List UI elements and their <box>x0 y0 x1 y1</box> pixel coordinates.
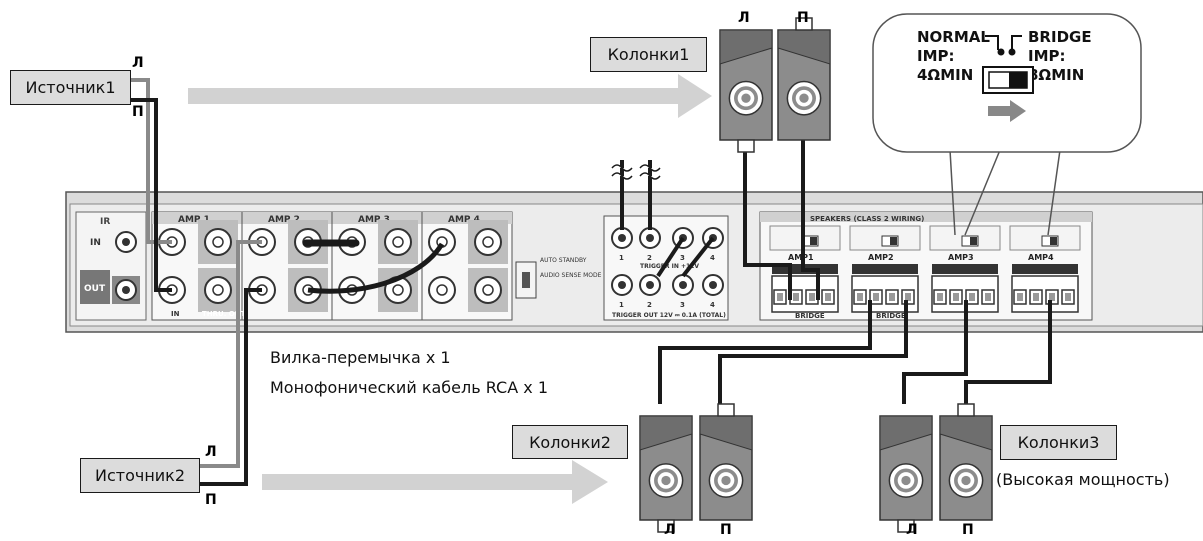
speakers3-right-mark: П <box>962 522 974 538</box>
trigger-number: 1 <box>619 301 624 309</box>
rca-mono-cable <box>307 242 445 294</box>
speaker-cabinet <box>879 415 933 533</box>
flow-arrow-source1 <box>188 74 712 118</box>
speakers1-right-mark: П <box>797 10 809 26</box>
amp-terminal-label: AMP3 <box>948 253 974 262</box>
auto-standby-label: AUTO STANDBY <box>540 257 587 264</box>
flow-arrow-source2 <box>262 460 608 504</box>
rca-jack <box>428 276 456 304</box>
speakers1-label: Колонки1 <box>590 37 707 72</box>
trigger-in-label: TRIGGER IN +12V <box>640 263 699 270</box>
switch-callout: NORMAL IMP: 4ΩMIN BRIDGE IMP: 8ΩMIN <box>872 13 1142 236</box>
speakers2-left-mark: Л <box>664 522 676 538</box>
rca-jack <box>198 220 238 264</box>
trigger-out-label: TRIGGER OUT 12V ⎓ 0.1A (TOTAL) <box>612 312 726 319</box>
speaker-cabinet <box>777 17 831 141</box>
jack-thru-label: THRU. OUT <box>202 310 245 318</box>
callout-bridge-line3: 8ΩMIN <box>1028 66 1084 84</box>
speakers2-right-mark: П <box>720 522 732 538</box>
cable-break-mark <box>611 164 633 180</box>
speakers3-left-mark: Л <box>906 522 918 538</box>
trigger-jack <box>702 274 724 296</box>
trigger-number: 4 <box>710 301 715 309</box>
trigger-jack <box>639 227 661 249</box>
jumper-caption: Вилка-перемычка x 1 <box>270 348 451 367</box>
callout-bridge-line1: BRIDGE <box>1028 28 1092 46</box>
speakers-header-label: SPEAKERS (CLASS 2 WIRING) <box>810 215 924 223</box>
source2-left-mark: Л <box>205 444 217 460</box>
source1-label: Источник1 <box>10 70 131 105</box>
trigger-jack <box>672 274 694 296</box>
speakers2-label: Колонки2 <box>512 425 628 459</box>
speakers3-note: (Высокая мощность) <box>996 470 1170 489</box>
speakers2-wires <box>658 300 908 404</box>
source2-cables <box>200 240 262 486</box>
callout-normal-line2: IMP: <box>917 47 955 65</box>
amp4-label: AMP 4 <box>448 215 480 225</box>
source1-cables <box>130 78 172 292</box>
cable-break-mark <box>639 164 661 180</box>
amp-terminal-label: AMP2 <box>868 253 894 262</box>
callout-normal-line1: NORMAL <box>917 28 990 46</box>
amp1-label: AMP 1 <box>178 215 210 225</box>
speakers3-wires <box>902 300 1052 404</box>
rca-jack <box>378 220 418 264</box>
speakers3-label: Колонки3 <box>1000 425 1117 460</box>
trigger-number: 4 <box>710 254 715 262</box>
amp-terminal-block: AMP4 <box>1009 225 1081 313</box>
trigger-number: 2 <box>647 254 652 262</box>
trigger-jack <box>611 274 633 296</box>
source2-right-mark: П <box>205 492 217 508</box>
bridge-label-1: BRIDGE <box>795 312 825 320</box>
audio-sense-mode-label: AUDIO SENSE MODE <box>540 272 602 279</box>
rca-jack <box>428 228 456 256</box>
rca-jack <box>468 268 508 312</box>
amp-terminal-label: AMP4 <box>1028 253 1054 262</box>
trigger-number: 3 <box>680 301 685 309</box>
panel-ir-label: IR <box>100 217 110 227</box>
rca-jack <box>468 220 508 264</box>
rca-cable-caption: Монофонический кабель RCA x 1 <box>270 378 548 397</box>
speakers1-left-mark: Л <box>738 10 750 26</box>
callout-arrow <box>988 106 1010 116</box>
trigger-jack <box>639 274 661 296</box>
rca-jack <box>378 268 418 312</box>
panel-in-label: IN <box>90 238 101 248</box>
speaker-cabinet <box>699 403 753 521</box>
amp-terminal-block: AMP2 <box>849 225 921 313</box>
speakers1-wires <box>743 140 820 300</box>
rear-panel: IR IN OUT AMP 1 AMP 2 AMP 3 AMP 4 IN THR… <box>65 160 1203 333</box>
trigger-jack <box>611 227 633 249</box>
amp3-label: AMP 3 <box>358 215 390 225</box>
panel-out-label: OUT <box>84 284 106 294</box>
source1-right-mark: П <box>132 104 144 120</box>
speaker-cabinet <box>719 29 773 153</box>
amp-terminal-block: AMP3 <box>929 225 1001 313</box>
callout-normal-line3: 4ΩMIN <box>917 66 973 84</box>
jack-in-label: IN <box>171 310 180 318</box>
trigger-number: 1 <box>619 254 624 262</box>
trigger-number: 2 <box>647 301 652 309</box>
trigger-jack-grid: 1 1 2 2 3 3 4 4 <box>611 160 724 309</box>
speaker-cabinet <box>939 403 993 521</box>
trigger-number: 3 <box>680 254 685 262</box>
callout-bridge-line2: IMP: <box>1028 47 1066 65</box>
speakers-group <box>639 17 993 533</box>
bridge-label-2: BRIDGE <box>876 312 906 320</box>
rca-jack <box>198 268 238 312</box>
source2-label: Источник2 <box>80 458 200 493</box>
amp2-label: AMP 2 <box>268 215 300 225</box>
source1-left-mark: Л <box>132 55 144 71</box>
speaker-cabinet <box>639 415 693 533</box>
